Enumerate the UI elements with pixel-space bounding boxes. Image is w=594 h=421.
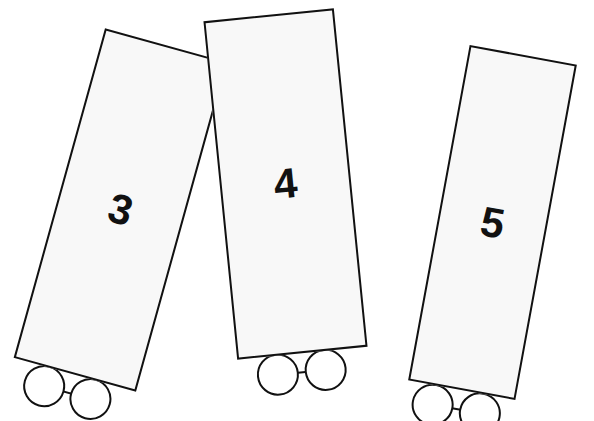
car-number: 4: [271, 162, 298, 206]
wheel: [256, 353, 300, 397]
car-number: 5: [477, 200, 508, 246]
car-number: 3: [103, 187, 137, 234]
wheel: [304, 348, 348, 392]
train-car: 4: [203, 8, 367, 359]
train-car: 3: [13, 28, 227, 392]
train-car: 5: [408, 45, 577, 400]
